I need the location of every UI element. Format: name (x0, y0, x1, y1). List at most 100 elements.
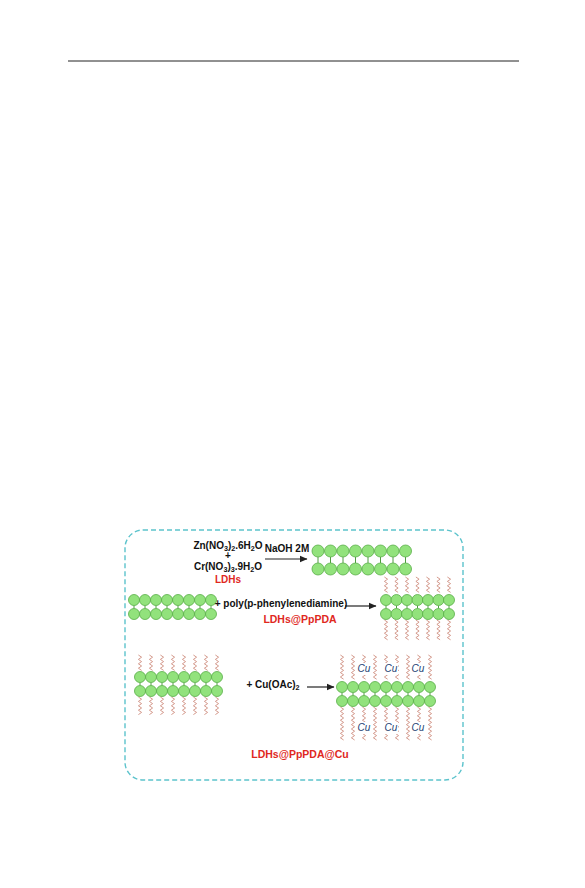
polymer-chain (405, 577, 408, 592)
layer-link (162, 683, 163, 686)
layer-link (386, 606, 387, 609)
polymer-chain (160, 697, 163, 715)
ldh-sphere (201, 686, 212, 697)
ldh-sphere (370, 696, 381, 707)
ldh-sphere (179, 686, 190, 697)
product-name: LDHs@PpPDA@Cu (251, 748, 348, 760)
polymer-chain (416, 620, 419, 640)
ldh-sphere (350, 563, 362, 575)
ldh-sphere (444, 595, 455, 606)
ldh-sphere (206, 609, 217, 620)
ldh-sphere (146, 686, 157, 697)
ldh-sphere (362, 563, 374, 575)
layer-link (438, 606, 439, 609)
ldh-sphere (414, 696, 425, 707)
polymer-chain (351, 655, 354, 679)
layer-link (318, 557, 319, 563)
layer-link (393, 557, 394, 563)
ldh-sphere (391, 609, 402, 620)
layer-link (342, 693, 343, 696)
polymer-chain (182, 655, 185, 670)
ldh-sphere (190, 672, 201, 683)
reagent-formula: Zn(NO3)2.6H2O (193, 540, 262, 552)
ldh-sphere (433, 595, 444, 606)
polymer-chain (395, 577, 398, 592)
ldh-sphere (412, 595, 423, 606)
reaction-condition: NaOH 2M (265, 543, 309, 555)
metal-label: Cu (411, 663, 426, 675)
ldh-sphere (173, 609, 184, 620)
polymer-chain (437, 620, 440, 640)
layer-link (211, 606, 212, 609)
ldh-sphere (146, 672, 157, 683)
polymer-chain (447, 620, 450, 640)
reaction-arrow (345, 605, 376, 606)
ldh-sphere (392, 682, 403, 693)
ldh-sphere (140, 609, 151, 620)
ldh-sphere (312, 563, 324, 575)
polymer-chain (340, 707, 343, 740)
layer-link (195, 683, 196, 686)
ldh-sphere (168, 672, 179, 683)
polymer-chain (351, 707, 354, 740)
polymer-chain (384, 620, 387, 640)
polymer-chain (426, 620, 429, 640)
ldh-sphere (425, 682, 436, 693)
polymer-chain (149, 655, 152, 670)
ldh-sphere (362, 545, 374, 557)
layer-link (156, 606, 157, 609)
metal-label: Cu (411, 722, 426, 734)
ldh-sphere (402, 595, 413, 606)
layer-link (375, 693, 376, 696)
layer-link (189, 606, 190, 609)
polymer-chain (406, 707, 409, 740)
polymer-chain (373, 655, 376, 679)
ldh-sphere (151, 595, 162, 606)
header-rule (68, 61, 519, 62)
ldh-sphere (381, 609, 392, 620)
ldh-sphere (337, 563, 349, 575)
ldh-sphere (157, 672, 168, 683)
layer-link (134, 606, 135, 609)
ldh-sphere (348, 696, 359, 707)
scheme-frame (125, 530, 463, 780)
ldh-sphere (337, 696, 348, 707)
ldh-sphere (135, 686, 146, 697)
layer-link (200, 606, 201, 609)
product-name: LDHs@PpPDA (263, 613, 336, 625)
ldh-sphere (403, 682, 414, 693)
layer-link (167, 606, 168, 609)
ldh-sphere (173, 595, 184, 606)
ldh-sphere (184, 595, 195, 606)
metal-label: Cu (384, 722, 399, 734)
ldh-sphere (423, 595, 434, 606)
polymer-chain (428, 655, 431, 679)
layer-link (343, 557, 344, 563)
layer-link (173, 683, 174, 686)
ldh-sphere (359, 696, 370, 707)
ldh-sphere (195, 595, 206, 606)
ldh-sphere (391, 595, 402, 606)
polymer-chain (138, 697, 141, 715)
ldh-sphere (151, 609, 162, 620)
ldh-sphere (425, 696, 436, 707)
ldh-sphere (162, 595, 173, 606)
ldh-sphere (129, 595, 140, 606)
ldh-sphere (140, 595, 151, 606)
reagent-name: + poly(p-phenylenediamine) (215, 598, 348, 610)
ldh-sphere (370, 682, 381, 693)
polymer-chain (204, 697, 207, 715)
ldh-sphere (312, 545, 324, 557)
ldh-sphere (381, 696, 392, 707)
ldh-sphere (412, 609, 423, 620)
polymer-chain (405, 620, 408, 640)
ldh-sphere (387, 545, 399, 557)
polymer-chain (428, 707, 431, 740)
layer-link (330, 557, 331, 563)
ldh-sphere (444, 609, 455, 620)
polymer-chain (171, 697, 174, 715)
ldh-sphere (392, 696, 403, 707)
layer-link (428, 606, 429, 609)
polymer-chain (160, 655, 163, 670)
